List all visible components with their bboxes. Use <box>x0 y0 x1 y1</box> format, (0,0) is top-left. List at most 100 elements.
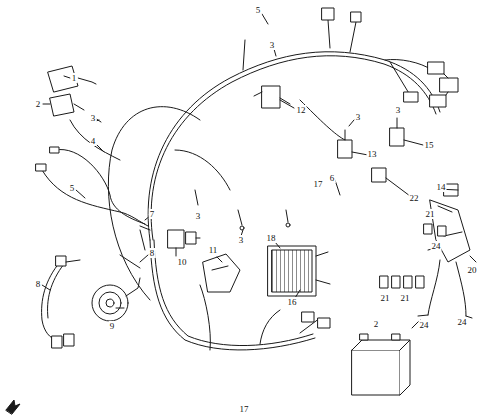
bolts-3 <box>195 180 340 225</box>
cable-20-24 <box>456 262 466 316</box>
main-harness <box>108 8 458 350</box>
tie-strap-8 <box>120 255 140 268</box>
main-harness <box>444 74 448 95</box>
wire-4-5 <box>36 164 46 171</box>
callout-number: 12 <box>296 105 307 115</box>
main-harness <box>140 226 150 230</box>
relay-12 <box>262 86 280 108</box>
fuses-21 <box>392 276 400 288</box>
cable-20-24 <box>418 248 472 318</box>
callout-number: 10 <box>177 257 188 267</box>
callout-number: 3 <box>355 112 362 122</box>
callout-number: 14 <box>436 182 447 192</box>
fuses-21 <box>424 224 432 234</box>
battery-2 <box>400 340 410 395</box>
main-harness <box>385 59 432 70</box>
bolts-3 <box>240 226 244 230</box>
callout-number: 9 <box>109 321 116 331</box>
relay-13-15 <box>372 168 386 182</box>
callout-number: 13 <box>367 149 378 159</box>
main-harness <box>351 12 361 22</box>
main-harness <box>175 150 230 190</box>
fuses-21 <box>416 276 424 288</box>
bolts-3 <box>286 223 290 227</box>
relay-10 <box>168 230 184 248</box>
fuses-21 <box>380 224 446 288</box>
regulator-16 <box>316 252 330 284</box>
orientation-icon <box>6 400 20 414</box>
callout-number: 3 <box>395 105 402 115</box>
horn-9 <box>99 292 121 314</box>
relay-13-15 <box>390 128 404 146</box>
main-harness <box>390 62 410 95</box>
callout-number: 16 <box>287 297 298 307</box>
battery-2 <box>352 350 400 395</box>
main-harness <box>148 52 440 240</box>
part-1-module <box>48 66 78 92</box>
callout-number: 8 <box>35 279 42 289</box>
battery-2 <box>392 334 400 340</box>
cable-20-24 <box>428 260 440 315</box>
relay-13-15 <box>338 140 352 158</box>
main-harness <box>318 318 330 328</box>
main-harness <box>302 312 314 322</box>
regulator-16 <box>268 246 330 296</box>
leader-lines <box>43 14 276 198</box>
part-1-module <box>48 66 96 92</box>
callout-number: 3 <box>238 235 245 245</box>
regulator-16 <box>268 246 316 296</box>
callout-number: 15 <box>424 140 435 150</box>
main-harness <box>328 20 330 48</box>
part-11-module <box>212 266 228 270</box>
leader-lines <box>241 230 476 328</box>
relay-10 <box>186 232 196 244</box>
relay-12 <box>254 86 290 108</box>
callout-number: 21 <box>400 293 411 303</box>
relay-13-15 <box>338 118 404 182</box>
main-harness <box>243 40 245 70</box>
tie-strap-8 <box>120 255 140 268</box>
callout-number: 20 <box>467 265 478 275</box>
callout-number: 3 <box>90 113 97 123</box>
relay-10 <box>176 238 200 256</box>
callout-number: 11 <box>208 245 219 255</box>
switch-14 <box>438 206 462 236</box>
part-11-module <box>203 254 240 292</box>
part-8-subharness <box>52 336 62 348</box>
callout-number: 21 <box>380 293 391 303</box>
bolts-3 <box>195 180 340 230</box>
wire-4-5 <box>50 147 59 153</box>
battery-2 <box>352 334 410 395</box>
main-harness <box>440 78 458 92</box>
callout-number: 24 <box>457 317 468 327</box>
callout-number: 8 <box>149 248 156 258</box>
callout-number: 3 <box>269 40 276 50</box>
part-2-module <box>74 104 84 110</box>
switch-14 <box>430 184 470 262</box>
fuses-21 <box>380 276 388 288</box>
wire-4-5 <box>36 118 148 226</box>
main-harness <box>200 285 210 350</box>
leader-lines <box>280 100 458 196</box>
main-harness <box>322 8 334 20</box>
horn-9 <box>92 278 140 321</box>
callout-number: 5 <box>69 183 76 193</box>
main-harness <box>151 56 436 240</box>
cable-20-24 <box>418 248 472 318</box>
callout-number: 3 <box>195 211 202 221</box>
callout-number: 5 <box>255 5 262 15</box>
part-2-module <box>50 94 84 116</box>
part-8-subharness <box>64 334 74 346</box>
main-harness <box>260 310 280 344</box>
callout-number: 17 <box>313 179 324 189</box>
callout-number: 6 <box>329 173 336 183</box>
callout-number: 1 <box>71 73 78 83</box>
callout-number: 21 <box>425 209 436 219</box>
wire-4-5 <box>42 170 148 226</box>
wire-4-5 <box>55 149 145 224</box>
fuses-21 <box>438 226 446 236</box>
leader-lines <box>42 14 476 328</box>
callout-number: 2 <box>373 319 380 329</box>
